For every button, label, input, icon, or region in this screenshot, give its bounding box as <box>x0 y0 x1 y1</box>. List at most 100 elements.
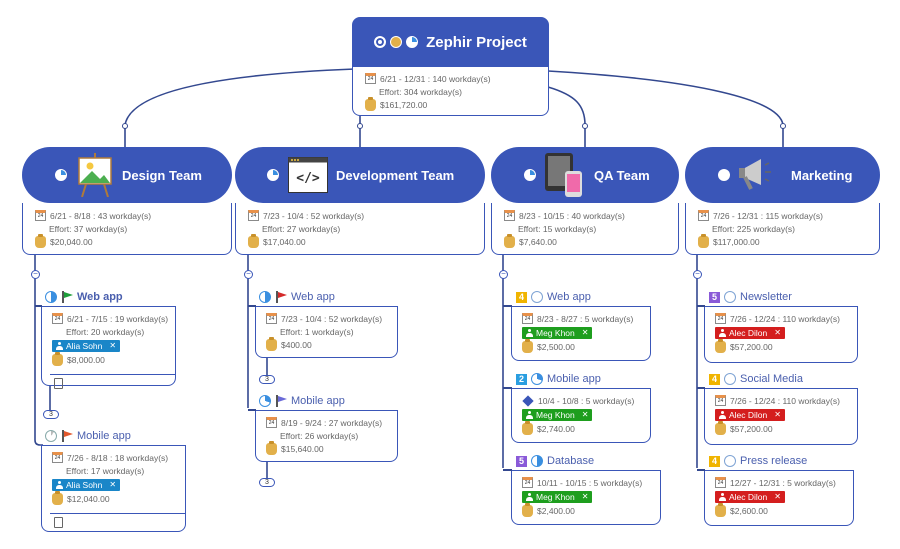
pie-quarter-icon <box>531 373 543 385</box>
calendar-icon: 24 <box>266 417 277 428</box>
connector-root-qa <box>547 86 586 148</box>
resource-tag[interactable]: Alec Dilon✕ <box>715 326 785 339</box>
team-header[interactable]: QA Team <box>491 147 679 203</box>
task-title-row[interactable]: Mobile app <box>45 430 131 442</box>
team-header[interactable]: Marketing <box>685 147 880 203</box>
remove-resource-icon[interactable]: ✕ <box>581 328 589 337</box>
task-title-row[interactable]: 5 Newsletter <box>709 291 792 303</box>
team-header[interactable]: Design Team <box>22 147 232 203</box>
calendar-icon: 24 <box>698 210 709 221</box>
remove-resource-icon[interactable]: ✕ <box>774 328 781 337</box>
pie-empty-icon <box>724 291 736 303</box>
note-icon[interactable] <box>54 517 63 528</box>
collapse-toggle[interactable]: − <box>693 270 702 279</box>
money-bag-icon <box>715 338 726 353</box>
task-title: Mobile app <box>547 373 601 385</box>
person-icon <box>719 410 726 419</box>
resource-tag[interactable]: Meg Khon✕ <box>522 408 593 421</box>
money-bag-icon <box>248 233 259 248</box>
task-title-row[interactable]: 4 Press release <box>709 455 807 467</box>
svg-text:</>: </> <box>296 171 320 186</box>
cost: $15,640.00 <box>281 443 324 454</box>
code-window-icon: </> <box>288 157 328 193</box>
calendar-icon: 24 <box>52 452 63 463</box>
task-title-row[interactable]: Web app <box>259 291 335 303</box>
task-title-row[interactable]: 4 Social Media <box>709 373 803 385</box>
resource-tag[interactable]: Alec Dilon✕ <box>715 490 785 503</box>
remove-resource-icon[interactable]: ✕ <box>109 341 117 350</box>
milestone-icon <box>522 394 534 407</box>
remove-resource-icon[interactable]: ✕ <box>581 410 589 419</box>
resource-tag[interactable]: Alia Sohn✕ <box>52 339 121 352</box>
date-range: 7/26 - 12/31 : 115 workday(s) <box>713 210 823 221</box>
cost: $161,720.00 <box>380 99 428 110</box>
subtask-count[interactable]: 3 <box>43 410 59 419</box>
remove-resource-icon[interactable]: ✕ <box>109 480 117 489</box>
pie-small-icon <box>45 430 57 442</box>
pie-empty-icon <box>724 373 736 385</box>
effort: Effort: 225 workday(s) <box>712 223 795 234</box>
megaphone-icon <box>739 159 771 190</box>
resource-tag[interactable]: Meg Khon ✕ <box>522 326 593 339</box>
note-icon[interactable] <box>54 378 63 389</box>
date-range: 6/21 - 7/15 : 19 workday(s) <box>67 313 169 324</box>
team-node-marketing[interactable]: Marketing 24 7/26 - 12/31 : 115 workday(s… <box>685 147 880 255</box>
money-bag-icon <box>715 420 726 435</box>
resource-tag[interactable]: Alia Sohn✕ <box>52 478 121 491</box>
team-header[interactable]: </> Development Team <box>235 147 485 203</box>
cost: $12,040.00 <box>67 493 110 504</box>
money-bag-icon <box>504 233 515 248</box>
divider <box>50 513 185 514</box>
team-title: Development Team <box>336 168 455 183</box>
task-title-row[interactable]: 5 Database <box>516 455 594 467</box>
subtask-count[interactable]: 3 <box>259 375 275 384</box>
team-node-development[interactable]: </> Development Team 24 7/23 - 10/4 : 52 … <box>235 147 485 255</box>
task-title-row[interactable]: Mobile app <box>259 395 345 407</box>
subtask-count[interactable]: 3 <box>259 478 275 487</box>
calendar-icon: 24 <box>248 210 259 221</box>
remove-resource-icon[interactable]: ✕ <box>774 410 781 419</box>
date-range: 12/27 - 12/31 : 5 workday(s) <box>730 477 836 488</box>
date-range: 10/4 - 10/8 : 5 workday(s) <box>538 395 635 406</box>
date-range: 7/23 - 10/4 : 52 workday(s) <box>263 210 365 221</box>
resource-name: Meg Khon <box>536 327 575 338</box>
collapse-toggle[interactable]: − <box>244 270 253 279</box>
collapse-toggle[interactable]: − <box>499 270 508 279</box>
effort: Effort: 17 workday(s) <box>66 465 145 476</box>
resource-tag[interactable]: Meg Khon✕ <box>522 490 593 503</box>
task-title-row[interactable]: 4 Web app <box>516 291 591 303</box>
person-icon <box>719 492 726 501</box>
effort: Effort: 37 workday(s) <box>49 223 128 234</box>
resource-tag[interactable]: Alec Dilon✕ <box>715 408 785 421</box>
task-title-row[interactable]: 2 Mobile app <box>516 373 601 385</box>
root-header[interactable]: Zephir Project <box>352 17 549 67</box>
effort: Effort: 1 workday(s) <box>280 326 354 337</box>
collapse-toggle[interactable]: − <box>31 270 40 279</box>
remove-resource-icon[interactable]: ✕ <box>774 492 781 501</box>
connector-stub <box>697 305 705 307</box>
pie-half-icon <box>259 291 271 303</box>
task-card[interactable]: 10/4 - 10/8 : 5 workday(s) Meg Khon✕ $2,… <box>511 388 651 443</box>
calendar-icon: 24 <box>266 313 277 324</box>
remove-resource-icon[interactable]: ✕ <box>581 492 589 501</box>
date-range: 6/21 - 8/18 : 43 workday(s) <box>50 210 152 221</box>
progress-pie-icon <box>55 169 67 181</box>
task-title-row[interactable]: Web app <box>45 291 123 303</box>
money-bag-icon <box>698 233 709 248</box>
money-bag-icon <box>266 440 277 455</box>
